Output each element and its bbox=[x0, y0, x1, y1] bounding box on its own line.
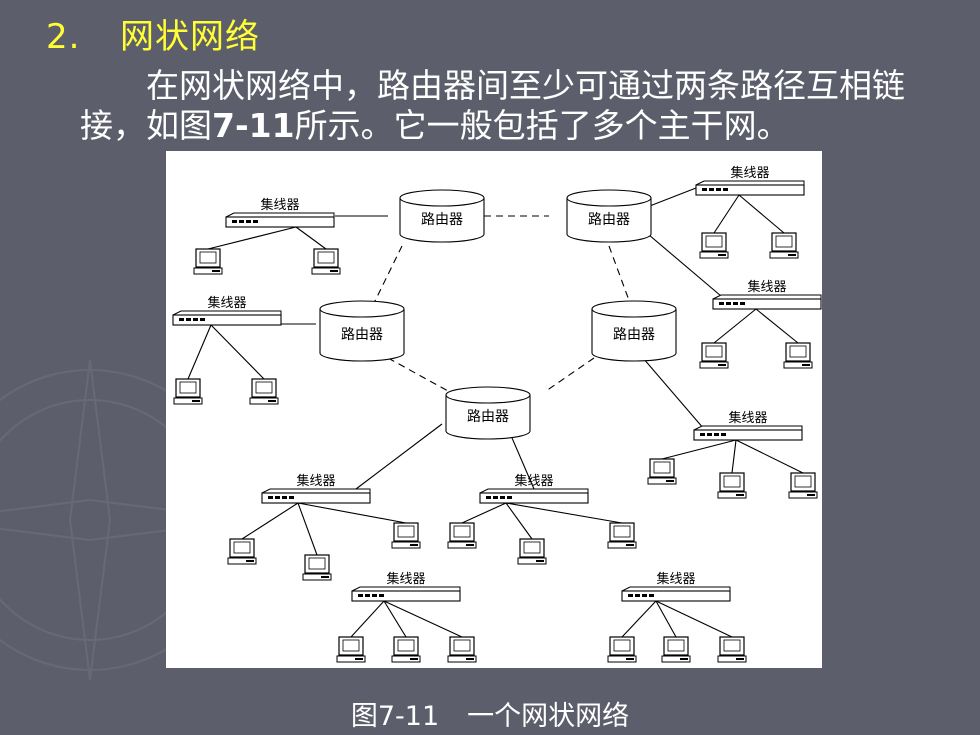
figure-caption: 图7-11 一个网状网络 bbox=[0, 694, 980, 733]
router-link-dashed bbox=[545, 357, 595, 392]
mesh-network-figure: 集线器集线器集线器集线器集线器集线器集线器集线器集线器路由器路由器路由器路由器路… bbox=[166, 151, 822, 668]
computer-link bbox=[295, 226, 327, 250]
computer-link bbox=[505, 502, 533, 540]
network-link bbox=[642, 357, 705, 430]
router-link-dashed bbox=[373, 245, 403, 304]
hub: 集线器 bbox=[225, 197, 335, 228]
hub-label: 集线器 bbox=[260, 197, 299, 213]
computer-icon bbox=[173, 378, 203, 405]
router-label: 路由器 bbox=[613, 327, 655, 343]
computer-link bbox=[350, 600, 385, 638]
hub-label: 集线器 bbox=[728, 410, 767, 426]
computer-icon bbox=[311, 248, 341, 275]
computer-icon bbox=[193, 248, 223, 275]
computer-icon bbox=[227, 538, 257, 565]
hub: 集线器 bbox=[351, 571, 461, 602]
router: 路由器 bbox=[566, 189, 652, 243]
computer-link bbox=[241, 502, 299, 540]
router-label: 路由器 bbox=[421, 212, 463, 228]
computer-link bbox=[210, 324, 265, 380]
hub: 集线器 bbox=[695, 165, 805, 196]
computer-icon bbox=[249, 378, 279, 405]
router: 路由器 bbox=[399, 189, 485, 243]
router-label: 路由器 bbox=[341, 327, 383, 343]
computer-link bbox=[383, 600, 407, 638]
computer-link bbox=[297, 502, 318, 556]
paragraph-text-1: 在网状网络中，路由器间至少可通过两条路径互相链接，如图 bbox=[80, 66, 905, 145]
router: 路由器 bbox=[591, 300, 677, 362]
paragraph-text-2: 所示。它一般包括了多个主干网。 bbox=[294, 106, 790, 145]
computer-link bbox=[755, 308, 799, 344]
computer-link bbox=[297, 502, 407, 524]
computer-icon bbox=[391, 636, 421, 663]
computer-icon bbox=[391, 522, 421, 549]
heading-title: 网状网络 bbox=[120, 17, 260, 57]
computer-icon bbox=[447, 522, 477, 549]
computer-link bbox=[738, 194, 785, 234]
hub-label: 集线器 bbox=[386, 571, 425, 587]
computer-icon bbox=[717, 472, 747, 499]
computer-icon bbox=[717, 636, 747, 663]
computer-icon bbox=[336, 636, 366, 663]
hub-label: 集线器 bbox=[207, 295, 246, 311]
router-label: 路由器 bbox=[467, 409, 509, 425]
hub: 集线器 bbox=[479, 473, 589, 504]
computer-icon bbox=[302, 554, 332, 581]
hub: 集线器 bbox=[712, 279, 822, 310]
computer-link bbox=[655, 600, 733, 638]
hub: 集线器 bbox=[261, 473, 371, 504]
computer-link bbox=[505, 502, 623, 524]
computer-link bbox=[735, 439, 804, 474]
hub-label: 集线器 bbox=[730, 165, 769, 181]
computer-icon bbox=[447, 636, 477, 663]
caption-number: 图7-11 bbox=[350, 701, 440, 732]
hub: 集线器 bbox=[693, 410, 803, 441]
computer-link bbox=[621, 600, 657, 638]
slide-heading: 2. 网状网络 bbox=[46, 20, 260, 54]
computer-link bbox=[383, 600, 463, 638]
router-link-dashed bbox=[608, 245, 631, 304]
heading-number: 2. bbox=[46, 17, 81, 57]
slide-paragraph: 在网状网络中，路由器间至少可通过两条路径互相链接，如图7-11所示。它一般包括了… bbox=[80, 66, 960, 146]
router-link-dashed bbox=[387, 357, 449, 392]
computer-link bbox=[731, 439, 737, 474]
computer-icon bbox=[607, 522, 637, 549]
hub: 集线器 bbox=[172, 295, 282, 326]
router: 路由器 bbox=[319, 300, 405, 362]
hub-label: 集线器 bbox=[656, 571, 695, 587]
hub-label: 集线器 bbox=[747, 279, 786, 295]
figure-reference: 7-11 bbox=[212, 106, 295, 145]
caption-title: 一个网状网络 bbox=[467, 701, 630, 732]
computer-icon bbox=[788, 472, 818, 499]
hub-label: 集线器 bbox=[514, 473, 553, 489]
router: 路由器 bbox=[445, 386, 531, 440]
computer-icon bbox=[661, 636, 691, 663]
computer-icon bbox=[769, 232, 799, 259]
computer-link bbox=[655, 600, 677, 638]
computer-link bbox=[187, 324, 212, 380]
computer-link bbox=[207, 226, 297, 250]
network-link bbox=[641, 228, 722, 297]
network-link bbox=[355, 423, 443, 490]
hub-label: 集线器 bbox=[296, 473, 335, 489]
computer-link bbox=[661, 439, 737, 460]
computer-icon bbox=[783, 342, 813, 369]
computer-icon bbox=[607, 636, 637, 663]
computer-icon bbox=[699, 342, 729, 369]
computer-icon bbox=[647, 458, 677, 485]
computer-link bbox=[713, 194, 740, 234]
computer-icon bbox=[699, 232, 729, 259]
computer-icon bbox=[517, 538, 547, 565]
computer-link bbox=[461, 502, 507, 524]
network-diagram: 集线器集线器集线器集线器集线器集线器集线器集线器集线器路由器路由器路由器路由器路… bbox=[172, 165, 822, 663]
computer-link bbox=[713, 308, 757, 344]
hub: 集线器 bbox=[621, 571, 731, 602]
router-label: 路由器 bbox=[588, 212, 630, 228]
